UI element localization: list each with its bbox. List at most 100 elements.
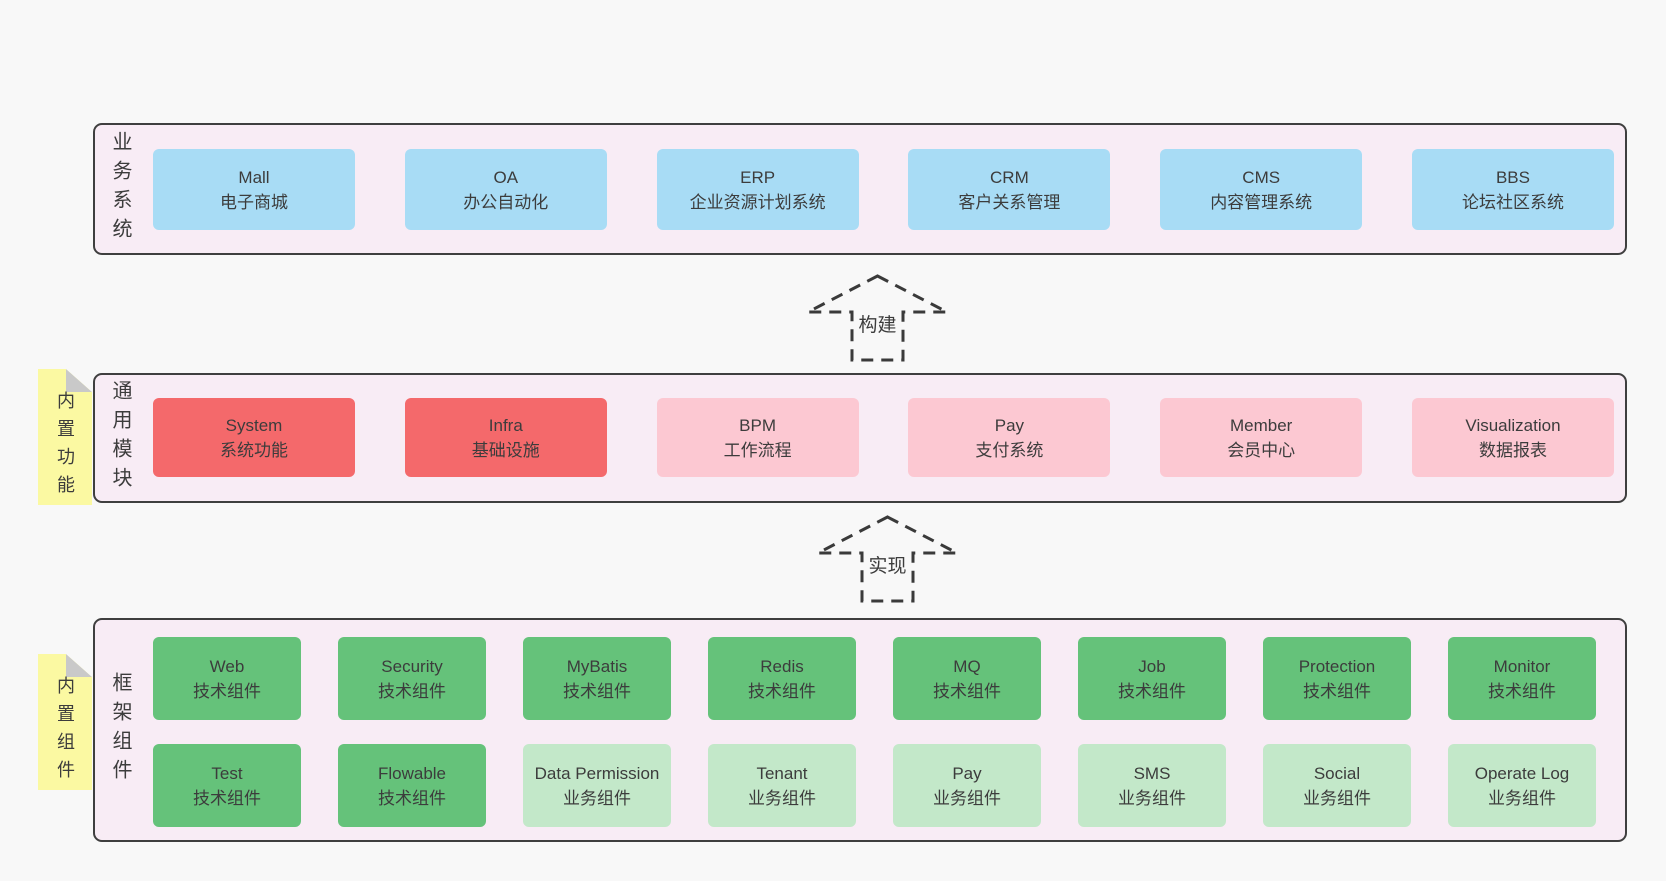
box-title: CMS [1242, 167, 1281, 187]
box-subtitle: 技术组件 [1118, 681, 1186, 701]
dashed-up-arrow-build: 构建 [805, 270, 950, 366]
sticky-note-builtin-components: 内置组件 [38, 654, 92, 790]
arrow-label: 实现 [864, 551, 911, 578]
components-row-1: Web 技术组件 Security 技术组件 MyBatis 技术组件 Redi… [153, 637, 1596, 720]
box-subtitle: 系统功能 [220, 440, 288, 460]
box-erp: ERP 企业资源计划系统 [656, 149, 859, 230]
note-fold-icon [66, 654, 92, 677]
box-title: CRM [990, 167, 1029, 187]
box-subtitle: 业务组件 [1303, 788, 1371, 808]
box-title: SMS [1133, 763, 1171, 783]
box-web: Web 技术组件 [153, 637, 301, 720]
box-title: Data Permission [534, 763, 660, 783]
box-subtitle: 业务组件 [748, 788, 816, 808]
box-title: BPM [739, 415, 777, 435]
box-title: Tenant [756, 763, 808, 783]
box-tenant: Tenant 业务组件 [708, 744, 856, 827]
box-subtitle: 业务组件 [1488, 788, 1556, 808]
box-flowable: Flowable 技术组件 [338, 744, 486, 827]
band-business-systems: 业务系统 Mall 电子商城 OA 办公自动化 ERP 企业资源计划系统 CRM… [93, 123, 1627, 255]
box-title: Flowable [377, 763, 447, 783]
box-subtitle: 业务组件 [1118, 788, 1186, 808]
box-subtitle: 内容管理系统 [1210, 192, 1313, 212]
modules-boxes-row: System 系统功能 Infra 基础设施 BPM 工作流程 Pay 支付系统… [153, 398, 1614, 477]
up-arrow-icon [817, 515, 958, 603]
box-bpm: BPM 工作流程 [656, 398, 859, 477]
sticky-note-builtin-features: 内置功能 [38, 369, 92, 505]
box-title: System [225, 415, 283, 435]
up-arrow-icon [807, 274, 948, 362]
box-subtitle: 技术组件 [193, 681, 261, 701]
box-member: Member 会员中心 [1160, 398, 1363, 477]
box-title: Pay [952, 763, 982, 783]
box-title: Redis [760, 656, 804, 676]
box-operate-log: Operate Log 业务组件 [1448, 744, 1596, 827]
box-data-permission: Data Permission 业务组件 [523, 744, 671, 827]
box-title: Monitor [1493, 656, 1551, 676]
band-label-business: 业务系统 [109, 131, 131, 247]
box-mq: MQ 技术组件 [893, 637, 1041, 720]
box-infra: Infra 基础设施 [404, 398, 607, 477]
box-title: Protection [1298, 656, 1376, 676]
box-protection: Protection 技术组件 [1263, 637, 1411, 720]
box-title: MyBatis [566, 656, 628, 676]
box-subtitle: 业务组件 [563, 788, 631, 808]
box-subtitle: 工作流程 [723, 440, 792, 460]
box-subtitle: 支付系统 [975, 440, 1044, 460]
box-subtitle: 办公自动化 [463, 192, 549, 212]
box-subtitle: 技术组件 [378, 681, 446, 701]
box-title: Visualization [1465, 415, 1561, 435]
box-sms: SMS 业务组件 [1078, 744, 1226, 827]
business-boxes-row: Mall 电子商城 OA 办公自动化 ERP 企业资源计划系统 CRM 客户关系… [153, 149, 1614, 230]
box-subtitle: 电子商城 [220, 192, 288, 212]
box-subtitle: 技术组件 [563, 681, 631, 701]
box-social: Social 业务组件 [1263, 744, 1411, 827]
box-pay-component: Pay 业务组件 [893, 744, 1041, 827]
box-system: System 系统功能 [153, 398, 355, 477]
band-framework-components: 框架组件 Web 技术组件 Security 技术组件 MyBatis 技术组件… [93, 618, 1627, 842]
sticky-note-label: 内置组件 [55, 676, 75, 788]
box-pay-system: Pay 支付系统 [908, 398, 1111, 477]
box-subtitle: 基础设施 [471, 440, 540, 460]
box-crm: CRM 客户关系管理 [908, 149, 1111, 230]
note-fold-icon [66, 369, 92, 392]
band-label-components: 框架组件 [109, 672, 131, 788]
box-title: Security [381, 656, 443, 676]
box-subtitle: 企业资源计划系统 [689, 192, 826, 212]
components-row-2: Test 技术组件 Flowable 技术组件 Data Permission … [153, 744, 1596, 827]
box-visualization: Visualization 数据报表 [1411, 398, 1614, 477]
box-subtitle: 技术组件 [1488, 681, 1556, 701]
box-subtitle: 业务组件 [933, 788, 1001, 808]
box-subtitle: 技术组件 [748, 681, 816, 701]
box-title: MQ [953, 656, 981, 676]
box-subtitle: 客户关系管理 [958, 192, 1061, 212]
box-title: Web [209, 656, 245, 676]
box-cms: CMS 内容管理系统 [1160, 149, 1363, 230]
box-subtitle: 技术组件 [378, 788, 446, 808]
box-title: Social [1313, 763, 1361, 783]
band-common-modules: 通用模块 System 系统功能 Infra 基础设施 BPM 工作流程 Pay… [93, 373, 1627, 503]
box-subtitle: 技术组件 [193, 788, 261, 808]
box-subtitle: 技术组件 [933, 681, 1001, 701]
box-title: Job [1138, 656, 1166, 676]
box-monitor: Monitor 技术组件 [1448, 637, 1596, 720]
box-title: Test [211, 763, 243, 783]
box-subtitle: 技术组件 [1303, 681, 1371, 701]
box-title: BBS [1495, 167, 1530, 187]
box-title: Operate Log [1474, 763, 1570, 783]
box-security: Security 技术组件 [338, 637, 486, 720]
box-title: ERP [740, 167, 776, 187]
sticky-note-label: 内置功能 [55, 391, 75, 503]
arrow-label: 构建 [854, 310, 901, 337]
box-title: Member [1230, 415, 1293, 435]
box-subtitle: 数据报表 [1478, 440, 1547, 460]
box-test: Test 技术组件 [153, 744, 301, 827]
box-bbs: BBS 论坛社区系统 [1411, 149, 1614, 230]
box-title: Pay [994, 415, 1025, 435]
box-mall: Mall 电子商城 [153, 149, 355, 230]
box-subtitle: 论坛社区系统 [1461, 192, 1564, 212]
box-oa: OA 办公自动化 [404, 149, 607, 230]
box-redis: Redis 技术组件 [708, 637, 856, 720]
box-title: Infra [488, 415, 523, 435]
band-label-modules: 通用模块 [109, 380, 131, 496]
